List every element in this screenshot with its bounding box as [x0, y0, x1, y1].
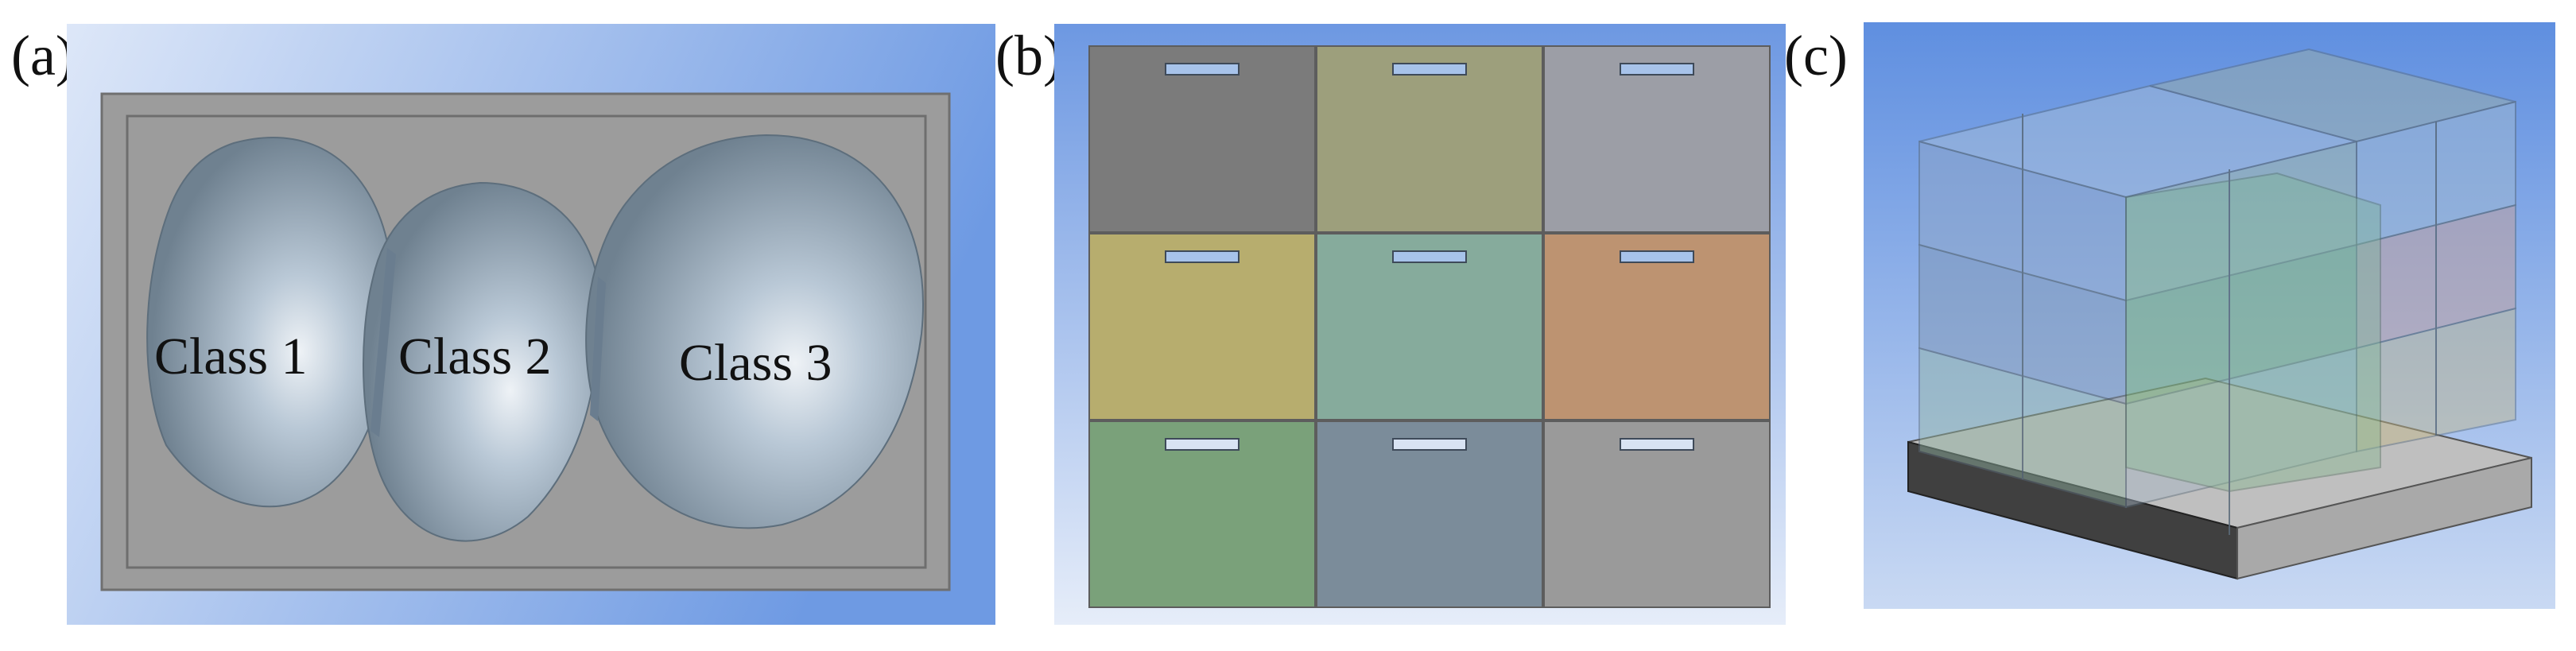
- grid-slot-3-2: [1392, 438, 1467, 451]
- grid-cell-3-2: [1316, 420, 1543, 608]
- panel-label-c: (c): [1784, 24, 1848, 87]
- inner-green-cube: [2125, 172, 2381, 493]
- panel-label-b: (b): [995, 24, 1062, 87]
- grid-cell-1-3: [1543, 45, 1771, 233]
- contact-facet-2-3: [590, 277, 606, 421]
- grid-cell-1-2: [1316, 45, 1543, 233]
- grid-cell-2-1: [1088, 233, 1316, 420]
- grid-cell-3-3: [1543, 420, 1771, 608]
- tray-inner-border: [126, 114, 927, 569]
- panel-b-grid: [1054, 24, 1786, 625]
- grid-slot-2-1: [1165, 250, 1240, 263]
- ellipsoid-class-1: [146, 137, 394, 508]
- class-2-label: Class 2: [398, 327, 552, 386]
- class-1-label: Class 1: [154, 327, 308, 386]
- panel-c-canvas: [1864, 22, 2555, 609]
- grid-cell-2-3: [1543, 233, 1771, 420]
- base-plate-side: [2237, 456, 2532, 580]
- panel-b-canvas: [1054, 24, 1786, 625]
- contact-facet-1-2: [370, 248, 396, 437]
- grid-cell-2-2: [1316, 233, 1543, 420]
- grid-slot-1-2: [1392, 63, 1467, 76]
- ellipsoid-class-3: [585, 134, 924, 529]
- panel-label-a: (a): [11, 24, 75, 87]
- grid-slot-3-1: [1165, 438, 1240, 451]
- grid-slot-1-3: [1620, 63, 1694, 76]
- panel-a-canvas: Class 1 Class 2 Class 3: [67, 24, 995, 625]
- grid-slot-2-2: [1392, 250, 1467, 263]
- stack-top-face-back: [2149, 48, 2516, 143]
- grid-slot-2-3: [1620, 250, 1694, 263]
- grid-cell-1-1: [1088, 45, 1316, 233]
- panel-a-ellipsoids: Class 1 Class 2 Class 3: [67, 24, 995, 625]
- class-3-label: Class 3: [679, 334, 832, 392]
- grid-cell-3-1: [1088, 420, 1316, 608]
- panel-c-stack: [1864, 22, 2555, 609]
- grid-slot-1-1: [1165, 63, 1240, 76]
- grid-slot-3-3: [1620, 438, 1694, 451]
- stack-top-face: [1918, 84, 2357, 199]
